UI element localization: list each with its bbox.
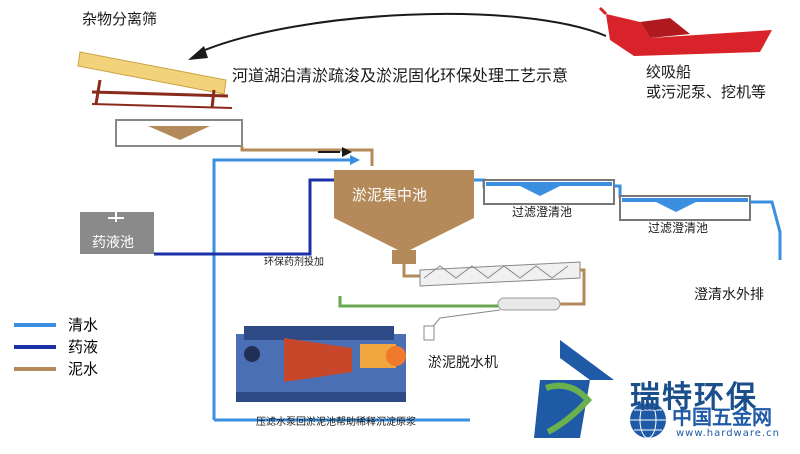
sludge-return-line (338, 296, 498, 308)
dredger-to-sieve-arrow (199, 12, 607, 53)
dredger-label: 绞吸船 或污泥泵、挖机等 (646, 62, 766, 102)
dredger-label-line1: 绞吸船 (646, 63, 692, 81)
discharge-label: 澄清水外排 (694, 287, 764, 303)
mud-line-to-dewater (429, 309, 501, 331)
clarifier-2-label: 过滤澄清池 (648, 221, 709, 235)
dredger-label-line2: 或污泥泵、挖机等 (646, 83, 767, 101)
chemical-tank (80, 206, 154, 254)
dosing-label: 环保药剂投加 (264, 257, 324, 268)
clean-water-discharge-line (750, 200, 782, 260)
legend-item-chemical: 药液 (14, 336, 98, 357)
legend-swatch-clean-water (14, 322, 56, 327)
mud-line-settling-to-concentration (240, 146, 374, 166)
concentration-tank-label: 淤泥集中池 (352, 186, 428, 204)
clarifier-tank-2 (619, 195, 751, 221)
sieve-icon (77, 51, 233, 109)
settling-tank (115, 119, 243, 147)
watermark-url: www.hardware.cn (676, 428, 780, 439)
clarifier-1-label: 过滤澄清池 (512, 205, 573, 219)
diagram-title: 河道湖泊清淤疏浚及淤泥固化环保处理工艺示意 (232, 66, 569, 85)
filter-cylinder (497, 297, 561, 311)
legend-swatch-mud-water (14, 366, 56, 371)
chemical-tank-label: 药液池 (92, 235, 134, 251)
brand-logo-icon (534, 340, 614, 438)
clarifier-tank-1 (483, 179, 615, 205)
legend-label-clean-water: 清水 (68, 316, 99, 334)
brand-name: 瑞特环保 (630, 380, 758, 415)
legend-label-chemical: 药液 (68, 338, 99, 356)
mud-line-conveyor-down (560, 268, 586, 306)
clean-water-return-arrowhead (350, 155, 360, 165)
legend-item-clean-water: 清水 (14, 314, 98, 335)
chemical-dosing-line (154, 178, 334, 256)
legend-item-mud-water: 泥水 (14, 358, 98, 379)
watermark-text: 中国五金网 (672, 405, 772, 429)
clean-water-return-line (212, 158, 350, 420)
clean-water-clarifier1-to-2 (614, 184, 622, 198)
dewatering-label: 淤泥脱水机 (428, 355, 498, 371)
legend-label-mud-water: 泥水 (68, 360, 99, 378)
legend-swatch-chemical (14, 344, 56, 349)
flow-arrowhead (342, 147, 352, 157)
sieve-label: 杂物分离筛 (82, 10, 158, 28)
screw-conveyor (419, 261, 581, 287)
mud-line-to-conveyor (402, 264, 420, 278)
dewatering-machine-icon (236, 326, 406, 402)
watermark-globe-icon (630, 401, 666, 439)
clean-water-to-clarifier1 (474, 178, 486, 188)
return-pump-label: 压滤水泵回淤泥池帮助稀释沉淀原浆 (256, 417, 416, 428)
dredger-ship-icon (598, 6, 772, 56)
dredger-to-sieve-arrowhead (188, 46, 208, 60)
concentration-tank (334, 170, 474, 264)
